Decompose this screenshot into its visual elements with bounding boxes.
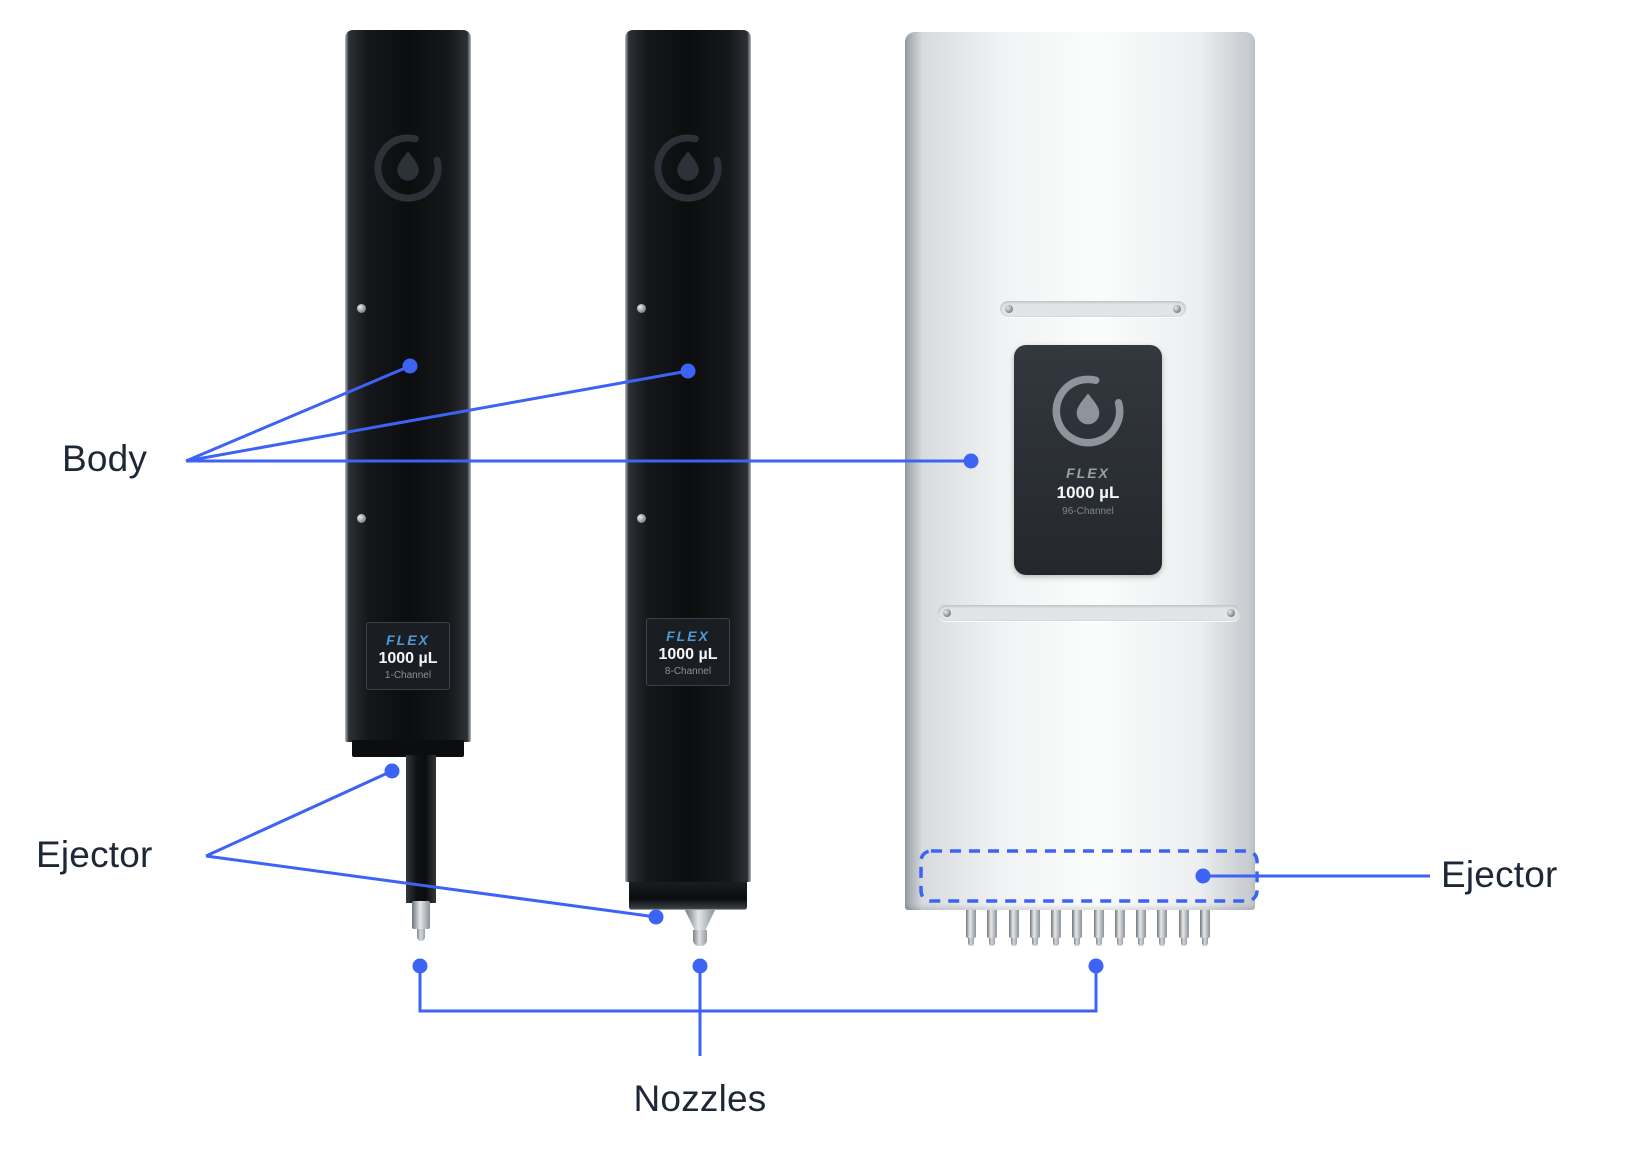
annotation-dot [692, 958, 708, 974]
pipette-1-nozzle-tip [417, 929, 425, 941]
droplet-logo-icon [654, 134, 722, 202]
annotation-dot [412, 958, 428, 974]
pipette-8-nozzle [685, 910, 715, 930]
pipette-1-nozzle [412, 901, 430, 929]
body-label: Body [62, 438, 148, 479]
nozzle [1157, 910, 1168, 946]
nozzles-bracket [418, 966, 1098, 1013]
screw-icon [1173, 305, 1181, 313]
screw-icon [637, 304, 646, 313]
nozzle [1051, 910, 1062, 946]
pipette-1-body: FLEX 1000 µL 1-Channel [345, 30, 471, 742]
screw-icon [357, 304, 366, 313]
nozzle [1178, 910, 1189, 946]
annotation-dot [384, 763, 400, 779]
volume-text: 1000 µL [658, 645, 718, 663]
pipette-96-body: FLEX 1000 µL 96-Channel [905, 32, 1255, 910]
pipette-96-nozzle-row [966, 910, 1210, 950]
screw-icon [1227, 609, 1235, 617]
screw-icon [637, 514, 646, 523]
pipette-8-label-plate: FLEX 1000 µL 8-Channel [646, 618, 730, 686]
nozzle [1136, 910, 1147, 946]
annotation-dot [648, 909, 664, 925]
pipette-1-ejector-cap [352, 740, 464, 757]
volume-text: 1000 µL [378, 649, 438, 667]
brand-text: FLEX [666, 627, 710, 644]
pipette-1-ejector-rod [406, 755, 436, 903]
ejector-callout-line [205, 769, 393, 858]
pipette-8-nozzle-tip [693, 930, 707, 946]
nozzle [987, 910, 998, 946]
pipette-96-label-panel: FLEX 1000 µL 96-Channel [1014, 345, 1162, 575]
channel-text: 96-Channel [1062, 506, 1114, 517]
volume-text: 1000 µL [1056, 483, 1120, 502]
mount-slot [938, 605, 1240, 621]
ejector-left-label: Ejector [36, 834, 153, 875]
brand-text: FLEX [386, 631, 430, 648]
pipette-1-label-plate: FLEX 1000 µL 1-Channel [366, 622, 450, 690]
ejector-right-label: Ejector [1441, 854, 1558, 895]
channel-text: 8-Channel [664, 665, 712, 677]
nozzle [1008, 910, 1019, 946]
nozzle [1072, 910, 1083, 946]
pipette-8-ejector [629, 882, 747, 910]
nozzle [1114, 910, 1125, 946]
screw-icon [1005, 305, 1013, 313]
annotation-dot [1088, 958, 1104, 974]
nozzle [1199, 910, 1210, 946]
nozzle [966, 910, 976, 946]
pipette-8-body: FLEX 1000 µL 8-Channel [625, 30, 751, 882]
droplet-logo-icon [1052, 375, 1124, 447]
screw-icon [357, 514, 366, 523]
nozzle [1093, 910, 1104, 946]
screw-icon [943, 609, 951, 617]
nozzle [1029, 910, 1040, 946]
droplet-logo-icon [374, 134, 442, 202]
mount-slot [1000, 301, 1186, 317]
brand-text: FLEX [1066, 465, 1110, 481]
nozzles-label: Nozzles [633, 1078, 767, 1119]
channel-text: 1-Channel [384, 669, 432, 681]
